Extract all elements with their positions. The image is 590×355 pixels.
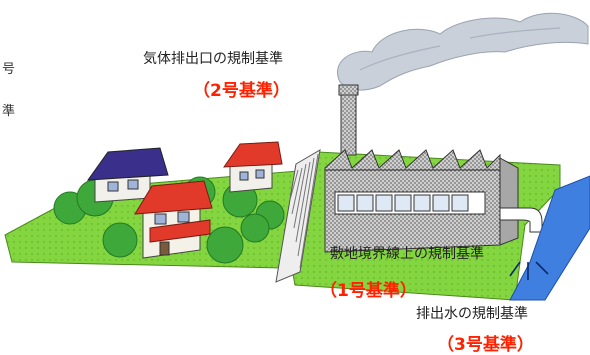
boundary-standard-label: 敷地境界線上の規制基準 <box>330 246 484 262</box>
exhaust-standard-label: 気体排出口の規制基準 <box>143 51 283 67</box>
exhaust-grade-label: （2号基準） <box>193 81 290 101</box>
house-red-roof-front <box>134 180 213 259</box>
effluent-grade-label: （3号基準） <box>437 335 534 355</box>
effluent-arrows <box>509 261 549 280</box>
boundary-fence <box>275 149 321 283</box>
effluent-standard-label: 排出水の規制基準 <box>416 306 528 322</box>
factory-chimney <box>338 84 359 156</box>
river <box>509 175 590 301</box>
edge-text-fragment: 号 <box>2 62 16 77</box>
house-purple-roof <box>86 147 169 203</box>
boundary-grade-label: （1号基準） <box>320 281 417 301</box>
smoke-plume <box>337 12 589 91</box>
edge-text-fragment: 準 <box>2 104 16 119</box>
factory-building <box>324 149 543 253</box>
house-red-roof-back <box>223 141 283 193</box>
